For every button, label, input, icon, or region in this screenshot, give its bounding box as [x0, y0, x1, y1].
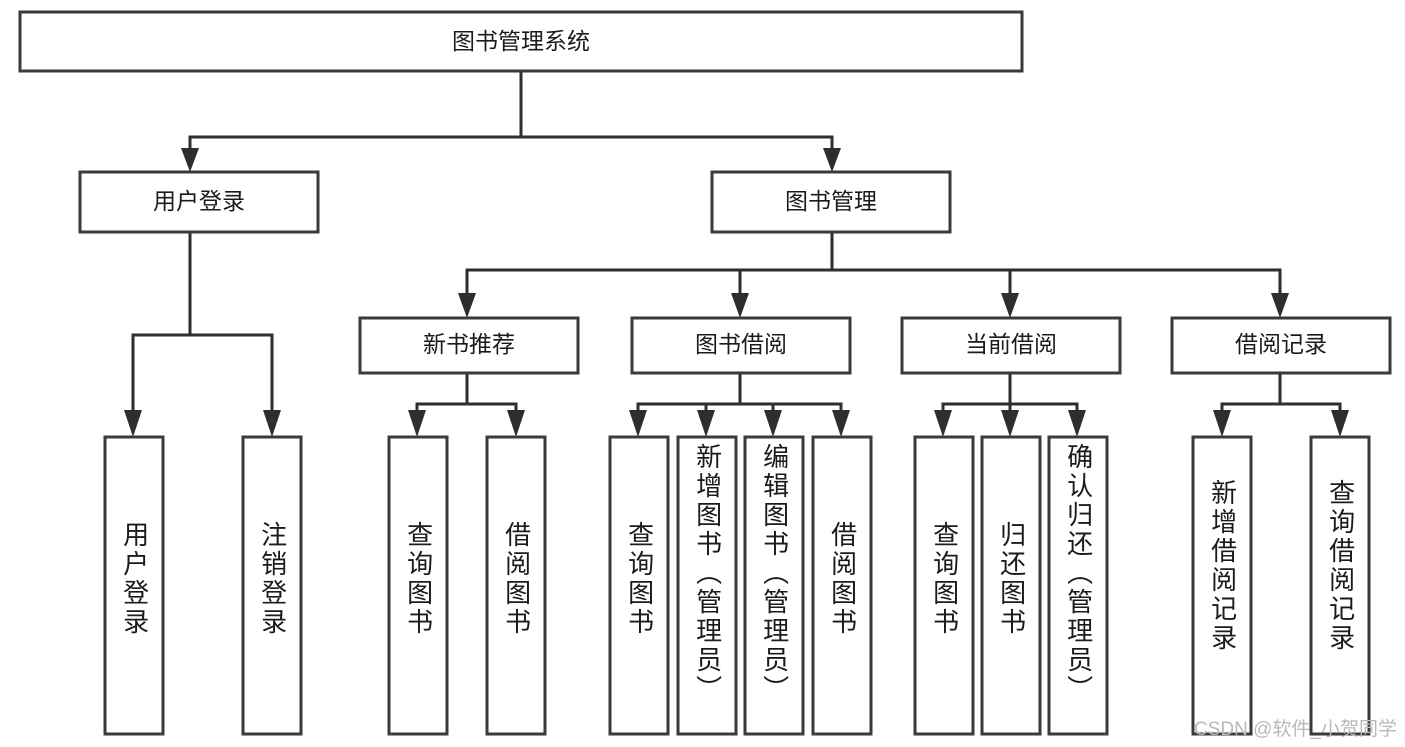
node-borrow-record[interactable]: 借阅记录	[1170, 316, 1392, 375]
arrow-bb-leaf1	[629, 410, 647, 437]
node-new-book-recommend[interactable]: 新书推荐	[358, 316, 580, 375]
arrow-bb-leaf3	[764, 410, 782, 437]
node-current-borrow-box[interactable]	[900, 316, 1122, 375]
leaf-boxes-book-borrow	[608, 435, 873, 736]
node-current-borrow-label: 当前借阅	[965, 331, 1057, 357]
arrow-user-login-leaf2	[263, 410, 281, 437]
edge-group-book-mgmt-children	[458, 230, 1289, 318]
node-user-login-label: 用户登录	[153, 188, 245, 214]
leaf-box-borrow-record-0[interactable]	[1191, 435, 1253, 736]
node-book-management-label: 图书管理	[785, 188, 877, 214]
leaf-box-borrow-record-1[interactable]	[1309, 435, 1371, 736]
leaf-box-book-borrow-1[interactable]	[676, 435, 738, 736]
node-root-label: 图书管理系统	[452, 28, 590, 54]
arrow-to-book-mgmt	[823, 148, 841, 172]
leaf-box-book-borrow-3[interactable]	[811, 435, 873, 736]
node-book-borrow[interactable]: 图书借阅	[630, 316, 852, 375]
node-user-login-box[interactable]	[78, 170, 320, 234]
arrow-user-login-leaf1	[124, 410, 142, 437]
edge-group-book-borrow-children	[629, 370, 850, 437]
node-borrow-record-box[interactable]	[1170, 316, 1392, 375]
leaf-boxes-user-login	[103, 435, 303, 736]
arrow-to-book-borrow	[731, 293, 749, 318]
leaf-box-current-borrow-0[interactable]	[913, 435, 975, 736]
leaf-box-user-login-0[interactable]	[103, 435, 165, 736]
arrow-bb-leaf2	[697, 410, 715, 437]
arrow-cb-leaf2	[1001, 410, 1019, 437]
leaf-boxes-new-book-recommend	[387, 435, 547, 736]
arrow-nbr-leaf1	[408, 410, 426, 437]
node-new-book-recommend-label: 新书推荐	[423, 331, 515, 357]
leaf-boxes-borrow-record	[1191, 435, 1371, 736]
arrow-nbr-leaf2	[507, 410, 525, 437]
leaf-box-current-borrow-1[interactable]	[980, 435, 1042, 736]
node-new-book-recommend-box[interactable]	[358, 316, 580, 375]
node-book-management-box[interactable]	[710, 170, 952, 234]
arrow-cb-leaf1	[934, 410, 952, 437]
leaf-box-current-borrow-2[interactable]	[1047, 435, 1109, 736]
node-book-borrow-label: 图书借阅	[695, 331, 787, 357]
edge-group-new-book-rec-children	[408, 370, 525, 437]
leaf-box-book-borrow-2[interactable]	[743, 435, 805, 736]
edge-group-root-to-level1	[181, 69, 841, 172]
node-book-borrow-box[interactable]	[630, 316, 852, 375]
arrow-to-current-borrow	[1001, 293, 1019, 318]
edge-group-borrow-record-children	[1213, 370, 1349, 437]
leaf-box-user-login-1[interactable]	[241, 435, 303, 736]
arrow-to-borrow-record	[1271, 293, 1289, 318]
node-borrow-record-label: 借阅记录	[1235, 331, 1327, 357]
csdn-watermark: CSDN @软件_小贺同学	[1194, 719, 1397, 740]
leaf-boxes-current-borrow	[913, 435, 1109, 736]
node-user-login[interactable]: 用户登录	[78, 170, 320, 234]
arrow-br-leaf1	[1213, 410, 1231, 437]
node-book-management[interactable]: 图书管理	[710, 170, 952, 234]
node-root-box[interactable]	[18, 10, 1024, 73]
leaf-box-new-book-recommend-0[interactable]	[387, 435, 449, 736]
node-root-system[interactable]: 图书管理系统	[18, 10, 1024, 73]
edge-group-current-borrow-children	[934, 370, 1086, 437]
arrow-to-user-login	[181, 148, 199, 172]
arrow-br-leaf2	[1331, 410, 1349, 437]
arrow-bb-leaf4	[832, 410, 850, 437]
edge-group-user-login-children	[124, 230, 281, 437]
leaf-box-new-book-recommend-1[interactable]	[485, 435, 547, 736]
leaf-box-book-borrow-0[interactable]	[608, 435, 670, 736]
node-current-borrow[interactable]: 当前借阅	[900, 316, 1122, 375]
arrow-to-new-book-rec	[458, 293, 476, 318]
arrow-cb-leaf3	[1068, 410, 1086, 437]
